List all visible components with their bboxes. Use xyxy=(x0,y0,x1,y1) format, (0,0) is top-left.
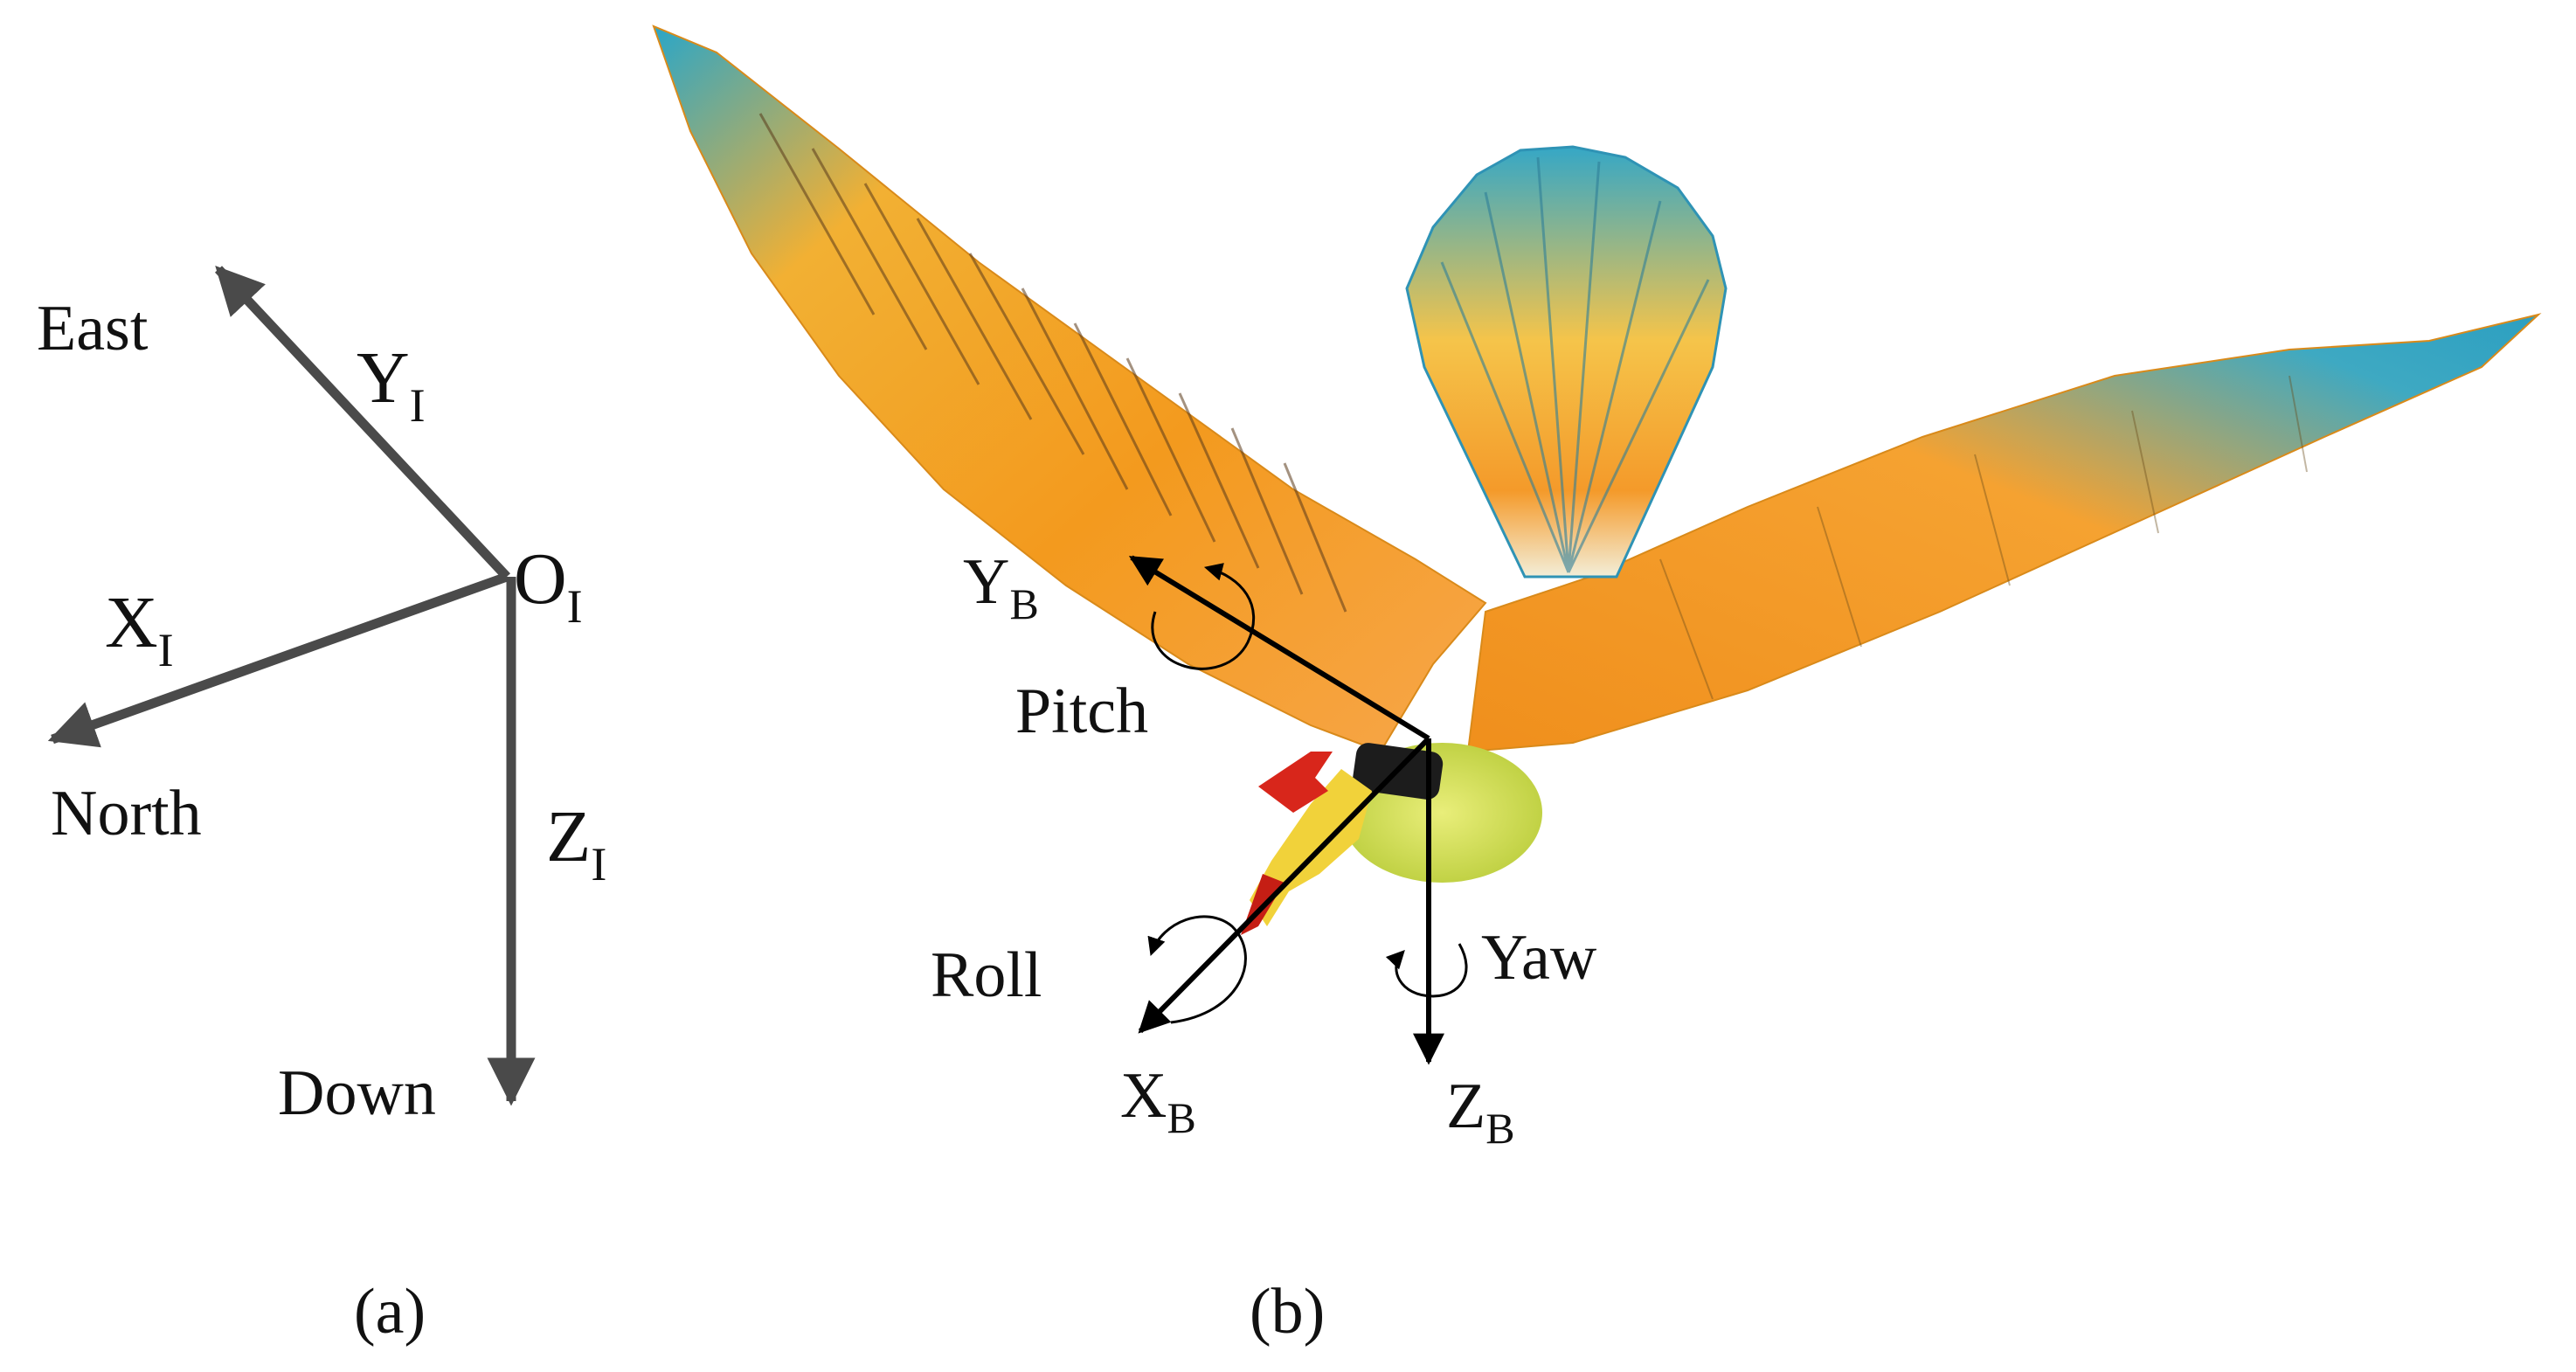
z-body-label: ZB xyxy=(1446,1071,1515,1153)
x-body-label: XB xyxy=(1120,1060,1196,1142)
roll-label: Roll xyxy=(931,939,1042,1011)
yaw-label: Yaw xyxy=(1481,922,1597,994)
north-label: North xyxy=(51,778,202,849)
bird-comb xyxy=(1258,752,1333,813)
origin-label: OI xyxy=(514,538,583,633)
caption-a: (a) xyxy=(354,1276,426,1348)
y-inertial-label: YI xyxy=(357,337,426,432)
tail-fan xyxy=(1405,145,1728,579)
left-wing xyxy=(652,24,1487,753)
y-body-label: YB xyxy=(963,546,1039,628)
ornithopter-bird-image xyxy=(652,24,2542,935)
panel-b-body-frame: YB Pitch Roll Yaw XB ZB (b) xyxy=(652,24,2542,1348)
x-inertial-label: XI xyxy=(105,582,174,676)
right-wing xyxy=(1466,313,2542,753)
x-body-axis-arrow xyxy=(1138,736,1431,1034)
roll-rotation-arrow xyxy=(1147,915,1247,1024)
y-inertial-axis-arrow xyxy=(214,265,511,580)
pitch-label: Pitch xyxy=(1015,676,1148,747)
pitch-rotation-arrow xyxy=(1151,563,1256,670)
x-inertial-axis-arrow xyxy=(47,572,509,748)
down-label: Down xyxy=(278,1057,436,1129)
y-body-axis-arrow xyxy=(1128,555,1430,741)
caption-b: (b) xyxy=(1250,1276,1325,1348)
yaw-rotation-arrow xyxy=(1385,943,1468,998)
panel-a-inertial-frame: East North Down YI XI OI ZI (a) xyxy=(37,265,606,1348)
z-inertial-label: ZI xyxy=(546,796,606,890)
east-label: East xyxy=(37,293,149,364)
